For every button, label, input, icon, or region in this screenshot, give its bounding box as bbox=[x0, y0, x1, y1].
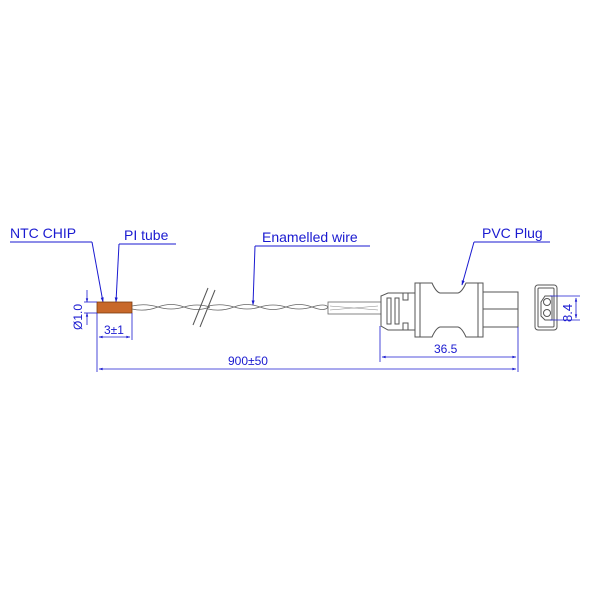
wire-sleeve bbox=[327, 301, 382, 315]
dim-plug-height: 8.4 bbox=[550, 295, 580, 322]
pvc-plug-label: PVC Plug bbox=[482, 225, 543, 241]
dim-plug-length: 36.5 bbox=[379, 326, 519, 372]
enamelled-wire-label: Enamelled wire bbox=[262, 229, 358, 245]
pi-tube-label: PI tube bbox=[124, 227, 169, 243]
ntc-chip-body bbox=[96, 301, 133, 314]
dim-chip-length: 3±1 bbox=[96, 313, 133, 372]
break-marks bbox=[192, 287, 216, 328]
dim-total-length: 900±50 bbox=[98, 354, 517, 371]
plug-length-value: 36.5 bbox=[434, 342, 458, 356]
twisted-wire-left bbox=[131, 304, 211, 311]
chip-diameter-value: Ø1.0 bbox=[71, 304, 85, 330]
ntc-chip-callout: NTC CHIP bbox=[10, 225, 104, 303]
pvc-plug-front-view bbox=[534, 284, 558, 331]
pvc-plug-callout: PVC Plug bbox=[461, 225, 550, 286]
twisted-wire-right bbox=[207, 304, 329, 311]
chip-length-value: 3±1 bbox=[104, 323, 124, 337]
pvc-plug-side-view bbox=[380, 282, 519, 338]
enamelled-wire-callout: Enamelled wire bbox=[251, 229, 370, 306]
dim-chip-diameter: Ø1.0 bbox=[71, 290, 97, 330]
plug-height-value: 8.4 bbox=[560, 304, 575, 322]
ntc-chip-label: NTC CHIP bbox=[10, 225, 76, 241]
pi-tube-callout: PI tube bbox=[114, 227, 176, 303]
total-length-value: 900±50 bbox=[228, 354, 268, 368]
